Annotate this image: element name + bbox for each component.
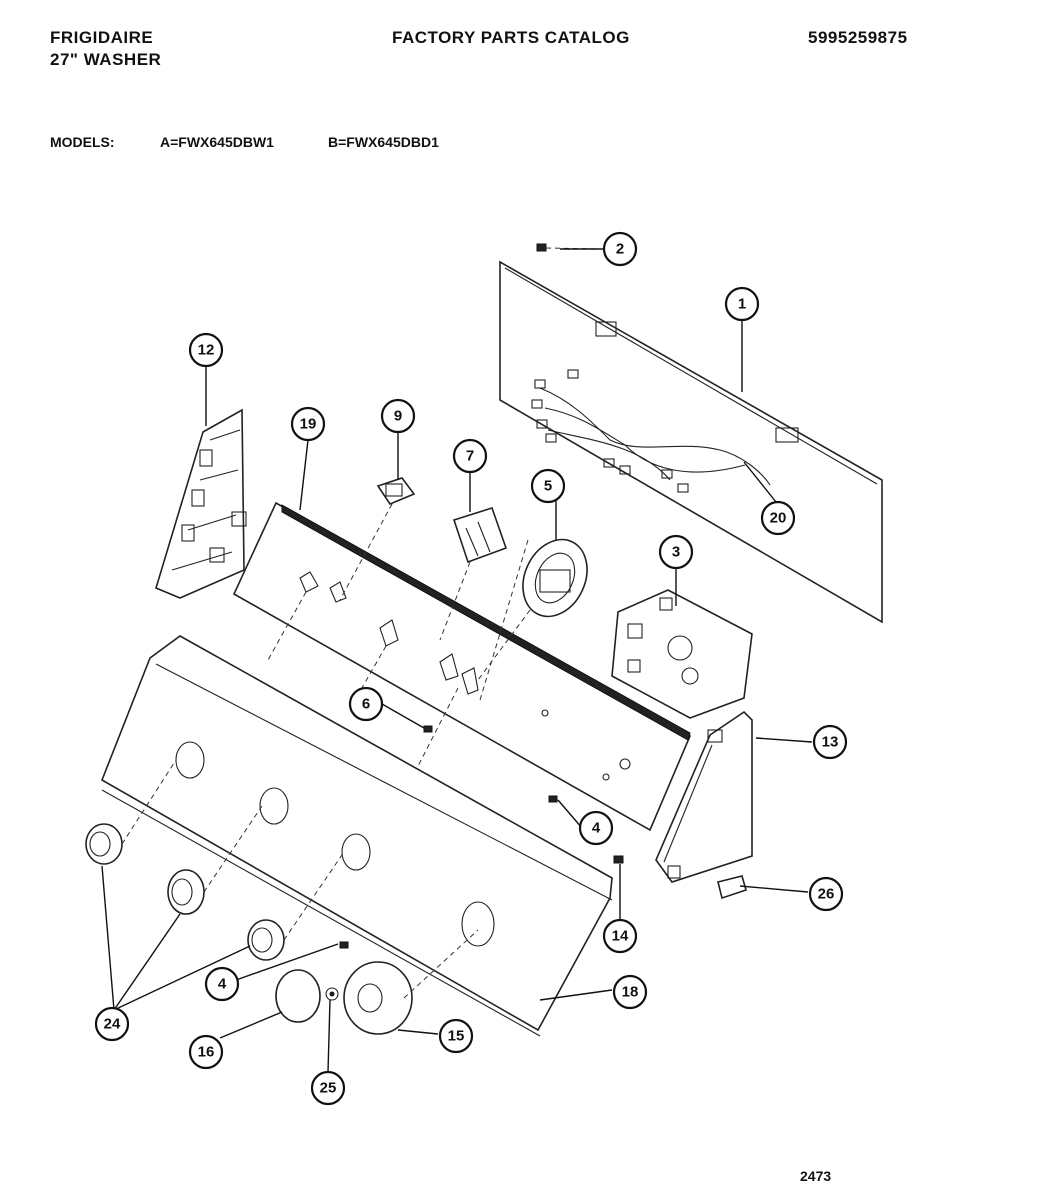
part-switch-block bbox=[439, 507, 508, 641]
part-screw-6 bbox=[423, 725, 433, 733]
part-timer-knob bbox=[343, 929, 479, 1035]
svg-text:13: 13 bbox=[822, 734, 839, 751]
product-name: 27" WASHER bbox=[50, 50, 162, 69]
svg-text:19: 19 bbox=[300, 416, 317, 433]
callout-13: 13 bbox=[812, 724, 848, 760]
svg-text:4: 4 bbox=[592, 820, 601, 837]
callout-5: 5 bbox=[530, 468, 566, 504]
svg-text:20: 20 bbox=[770, 510, 787, 527]
svg-text:1: 1 bbox=[738, 296, 746, 313]
svg-text:7: 7 bbox=[466, 448, 474, 465]
callout-4-right: 4 bbox=[578, 810, 614, 846]
part-clip bbox=[717, 875, 747, 900]
svg-text:26: 26 bbox=[818, 886, 835, 903]
svg-text:2: 2 bbox=[616, 241, 624, 258]
part-screw-side bbox=[613, 855, 624, 864]
svg-text:25: 25 bbox=[320, 1080, 337, 1097]
callout-18: 18 bbox=[612, 974, 648, 1010]
model-b: B=FWX645DBD1 bbox=[328, 134, 439, 150]
part-pressure-switch bbox=[477, 538, 588, 681]
callout-16: 16 bbox=[188, 1034, 224, 1070]
svg-text:5: 5 bbox=[544, 478, 552, 495]
svg-text:9: 9 bbox=[394, 408, 402, 425]
callout-12: 12 bbox=[188, 332, 224, 368]
callout-15: 15 bbox=[438, 1018, 474, 1054]
models-label: MODELS: bbox=[50, 134, 115, 150]
callout-26: 26 bbox=[808, 876, 844, 912]
part-end-cap bbox=[655, 710, 753, 883]
svg-text:3: 3 bbox=[672, 544, 680, 561]
part-spring bbox=[325, 987, 339, 1001]
callout-14: 14 bbox=[602, 918, 638, 954]
part-screw-panel bbox=[339, 795, 558, 949]
callout-9: 9 bbox=[380, 398, 416, 434]
callout-25: 25 bbox=[310, 1070, 346, 1106]
callout-2: 2 bbox=[602, 231, 638, 267]
callout-7: 7 bbox=[452, 438, 488, 474]
part-screw-top bbox=[536, 243, 601, 252]
part-timer bbox=[611, 589, 753, 719]
svg-text:4: 4 bbox=[218, 976, 227, 993]
part-wiring-harness bbox=[531, 369, 771, 493]
svg-text:16: 16 bbox=[198, 1044, 215, 1061]
page-code: 2473 bbox=[800, 1168, 832, 1184]
leader-lines bbox=[101, 248, 813, 1073]
callout-3: 3 bbox=[658, 534, 694, 570]
svg-text:15: 15 bbox=[448, 1028, 465, 1045]
catalog-number: 5995259875 bbox=[808, 28, 908, 47]
part-switch-small bbox=[339, 477, 416, 601]
svg-text:12: 12 bbox=[198, 342, 215, 359]
model-a: A=FWX645DBW1 bbox=[160, 134, 274, 150]
svg-text:6: 6 bbox=[362, 696, 370, 713]
part-side-bracket bbox=[155, 408, 247, 599]
svg-text:14: 14 bbox=[612, 928, 629, 945]
svg-text:18: 18 bbox=[622, 984, 639, 1001]
callout-20: 20 bbox=[760, 500, 796, 536]
svg-text:24: 24 bbox=[104, 1016, 121, 1033]
callout-24: 24 bbox=[94, 1006, 130, 1042]
part-console bbox=[101, 635, 613, 1037]
part-knobs bbox=[85, 759, 345, 961]
callout-6: 6 bbox=[348, 686, 384, 722]
part-knob-large bbox=[275, 969, 321, 1023]
brand-name: FRIGIDAIRE bbox=[50, 28, 154, 47]
callout-19: 19 bbox=[290, 406, 326, 442]
callout-4-left: 4 bbox=[204, 966, 240, 1002]
catalog-title: FACTORY PARTS CATALOG bbox=[392, 28, 630, 47]
callout-1: 1 bbox=[724, 286, 760, 322]
